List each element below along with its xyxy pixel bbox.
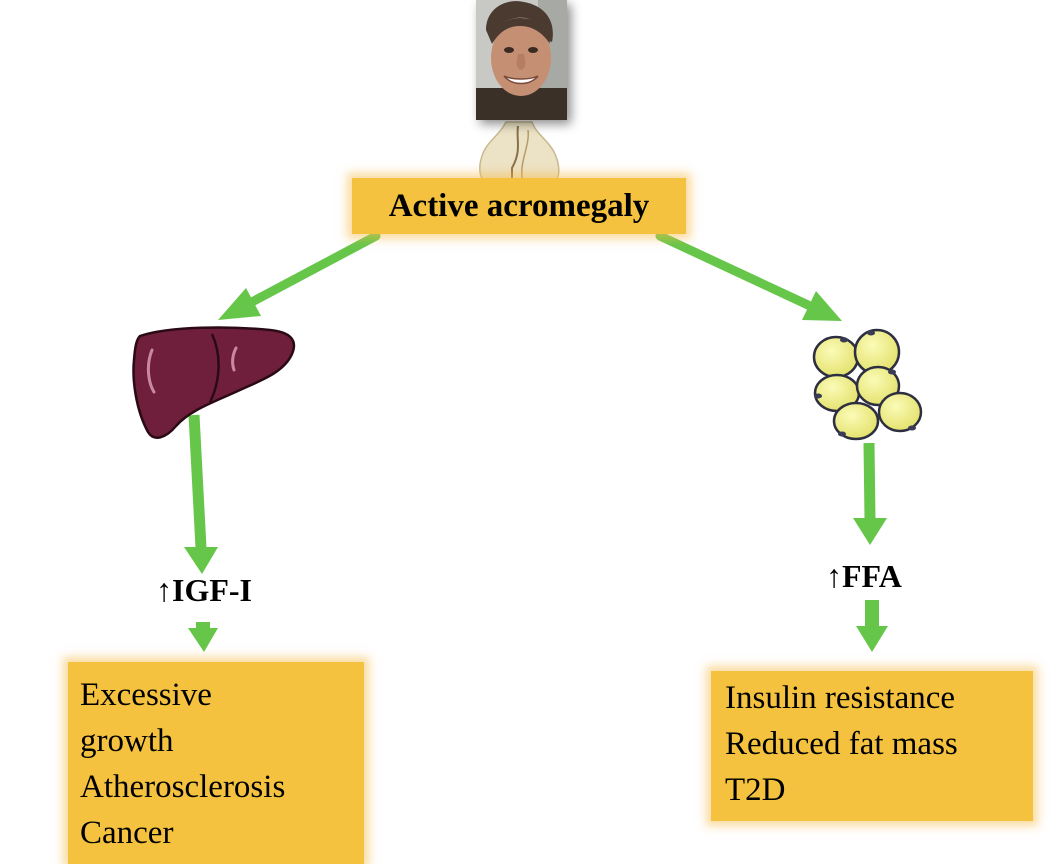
arrow-top-to-liver bbox=[218, 231, 381, 320]
liver-icon bbox=[132, 326, 296, 439]
arrow-ffa-to-box bbox=[856, 600, 888, 652]
effect-item: Insulin resistance bbox=[725, 680, 956, 716]
igf-i-label: ↑IGF-I bbox=[156, 572, 252, 608]
ffa-effects-box: Insulin resistance Reduced fat mass T2D bbox=[711, 671, 1033, 821]
effect-item: Cancer bbox=[80, 815, 174, 851]
igf-effects-box: Excessive growth Atherosclerosis Cancer bbox=[68, 662, 364, 864]
effect-item: Excessive bbox=[80, 677, 212, 713]
ffa-label: ↑FFA bbox=[826, 558, 902, 594]
effect-item: Reduced fat mass bbox=[725, 726, 958, 762]
adipocytes-icon bbox=[812, 328, 923, 441]
effect-item: growth bbox=[80, 723, 174, 759]
arrow-igf-to-box bbox=[188, 622, 218, 652]
active-acromegaly-label: Active acromegaly bbox=[388, 187, 650, 224]
patient-face-photo bbox=[476, 0, 567, 120]
active-acromegaly-box: Active acromegaly bbox=[352, 178, 686, 234]
effect-item: Atherosclerosis bbox=[80, 769, 286, 805]
arrow-top-to-fat bbox=[655, 231, 842, 321]
pituitary-gland-icon bbox=[479, 121, 560, 181]
arrow-liver-to-igf bbox=[184, 414, 218, 574]
effect-item: T2D bbox=[725, 772, 786, 808]
arrow-fat-to-ffa bbox=[853, 442, 887, 545]
